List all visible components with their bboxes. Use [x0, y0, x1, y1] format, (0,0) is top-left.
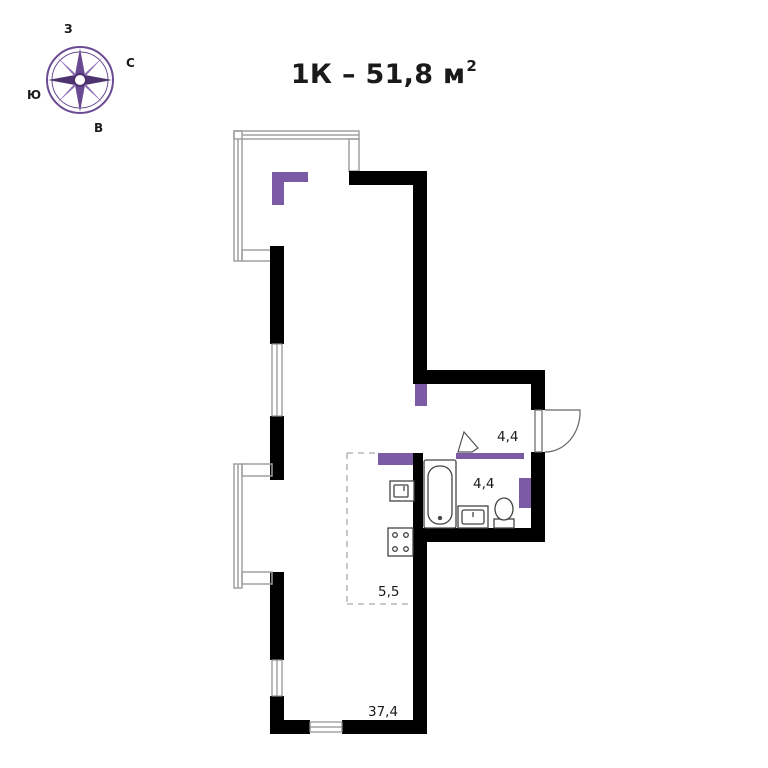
compass-label-north: З [64, 22, 73, 36]
compass-rose-icon [46, 46, 114, 114]
compass-label-east: С [126, 56, 135, 70]
bathtub-icon [423, 459, 457, 529]
toilet-icon [493, 497, 515, 529]
title-superscript: 2 [466, 57, 478, 75]
ventilation-shafts [272, 172, 531, 508]
bay-window [233, 463, 273, 589]
windows-left [271, 343, 343, 733]
compass-label-south: В [94, 121, 104, 135]
hallway-area: 4,4 [497, 429, 518, 445]
walls [270, 171, 545, 734]
bathroom-sink-icon [457, 505, 489, 529]
floor-plan-title: 1К – 51,8 м2 [0, 57, 768, 90]
stove-icon [387, 527, 414, 557]
compass-label-west: Ю [27, 88, 42, 102]
kitchen-sink-icon [389, 480, 415, 502]
bathroom-area: 4,4 [473, 476, 494, 492]
entrance-door[interactable] [534, 409, 581, 453]
bathroom-partition [413, 453, 423, 530]
kitchen-area: 5,5 [378, 584, 399, 600]
balcony [233, 130, 360, 262]
title-text: 1К – 51,8 м [290, 59, 466, 90]
kitchen-zone [346, 452, 413, 605]
living-room-area: 37,4 [368, 704, 398, 720]
bathroom-door[interactable] [457, 430, 479, 453]
